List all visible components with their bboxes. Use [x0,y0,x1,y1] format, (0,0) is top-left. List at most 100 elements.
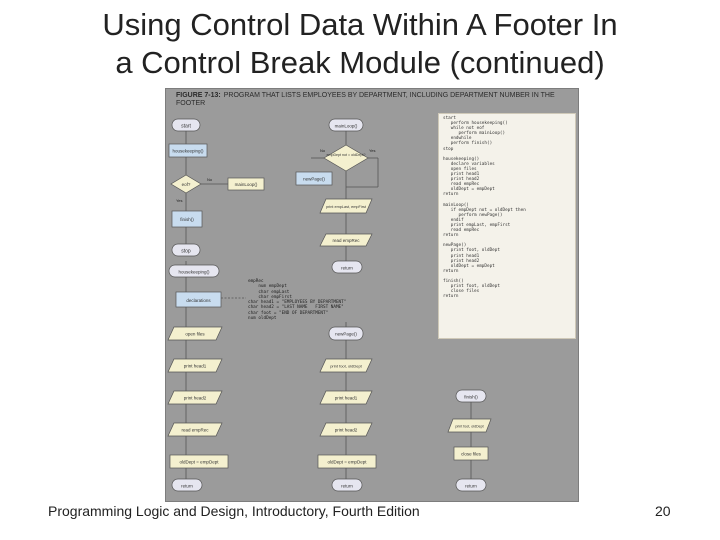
flow-finish-return: return [455,478,487,492]
flow-newpage-module: newPage() [328,326,364,341]
flowchart: start housekeeping() eof? No Yes mainLoo… [167,118,492,492]
flow-close-files-label: close files [461,452,482,457]
flow-mainloop-call: mainLoop() [227,177,265,191]
code-line: return [443,192,459,198]
flow-mainloop-module-label: mainLoop() [335,124,358,129]
flow-eof-no: No [207,177,213,182]
flow-print-foot-label: print foot, oldDept [330,364,362,369]
flow-stop-label: stop [181,249,191,255]
flow-print-foot: print foot, oldDept [319,358,373,373]
flow-close-files: close files [453,446,489,461]
flow-eof-yes: Yes [176,198,183,203]
code-line: while not eof [443,126,485,132]
flow-read-emp-hk-label: read empRec [181,428,209,433]
flow-finish-print-label: print foot, oldDept [455,425,483,429]
code-line: perform finish() [443,141,493,147]
declaration-line: char empFirst [248,294,292,300]
code-line: open files [443,166,477,172]
flow-main-return: return [331,260,363,274]
flow-dept-decision-label: empDept not = oldDept? [326,153,365,157]
flow-dept-decision: empDept not = oldDept? No Yes [320,144,376,172]
pseudocode-panel: start perform housekeeping() while not e… [438,113,576,339]
flow-stop-terminal: stop [171,243,201,257]
flow-eof-decision: eof? No Yes [170,174,213,203]
code-line: oldDept = empDept [443,263,495,269]
flow-dept-yes: Yes [369,148,376,153]
flow-newpage-call-label: newPage() [303,177,325,182]
code-line: perform mainLoop() [443,131,506,137]
flow-housekeeping-call-label: housekeeping() [172,149,204,154]
flow-finish-call: finish() [171,210,203,228]
flow-print-head1: print head1 [167,358,223,373]
flow-hk-return: return [171,478,203,492]
flow-housekeeping-module-label: housekeeping() [178,270,210,275]
flow-dept-no: No [320,148,326,153]
code-line: print foot, oldDept [443,248,500,254]
flow-main-return-label: return [341,266,353,271]
code-line: print foot, oldDept [443,284,500,290]
flow-start-terminal: start [171,118,201,132]
declaration-line: empRec [248,279,264,284]
code-line: endwhile [443,136,472,142]
code-line: finish() [443,279,464,284]
slide-title-line-2: a Control Break Module (continued) [115,45,605,80]
declaration-line: num oldDept [248,316,277,322]
flow-print-emp-label: print empLast, empFirst [326,205,367,209]
footer-book-title: Programming Logic and Design, Introducto… [48,503,420,519]
flow-finish-return-label: return [465,484,477,489]
code-line: perform newPage() [443,212,503,218]
declaration-line: char head1 = "EMPLOYEES BY DEPARTMENT" [248,300,347,306]
code-line: print head1 [443,253,480,259]
flow-print-head2-np-label: print head2 [335,428,358,433]
flow-np-old-dept-label: oldDept = empDept [328,460,368,465]
flow-mainloop-module: mainLoop() [328,118,364,132]
flow-hk-return-label: return [181,484,193,489]
flow-declarations-label: declarations [186,298,211,303]
flow-start-label: start [181,124,191,130]
figure-number: FIGURE 7-13: [176,92,221,99]
flow-eof-label: eof? [182,182,191,187]
code-line: return [443,268,459,274]
code-line: housekeeping() [443,156,480,162]
flow-print-head2: print head2 [167,390,223,405]
flow-np-return: return [331,478,363,492]
code-line: read empRec [443,182,480,188]
flow-read-emp: read empRec [319,233,373,247]
code-line: mainLoop() [443,202,469,208]
code-line: if empDept not = oldDept then [443,207,526,213]
code-line: start [443,116,456,121]
code-line: declare variables [443,161,495,167]
code-line: stop [443,146,454,152]
figure-caption-text: PROGRAM THAT LISTS EMPLOYEES BY DEPARTME… [176,92,555,107]
code-line: close files [443,289,480,295]
code-line: print empLast, empFirst [443,222,511,228]
code-line: perform housekeeping() [443,121,508,127]
flow-declarations: declarations [175,291,222,308]
figure-7-13: FIGURE 7-13:PROGRAM THAT LISTS EMPLOYEES… [165,88,579,502]
declaration-line: char foot = "END OF DEPARTMENT" [248,310,329,316]
flow-read-emp-hk: read empRec [167,422,223,437]
declaration-line: char head2 = "LAST NAME FIRST NAME" [248,305,344,311]
flow-finish-module: finish() [455,389,487,403]
flow-np-return-label: return [341,484,353,489]
flow-housekeeping-call: housekeeping() [168,143,208,158]
slide-title: Using Control Data Within A Footer In a … [0,6,720,82]
code-line: oldDept = empDept [443,187,495,193]
flow-mainloop-call-label: mainLoop() [235,182,258,187]
code-line: print head2 [443,258,480,264]
declaration-line: num empDept [248,284,287,290]
declaration-line: char empLast [248,289,290,295]
flow-open-files: open files [167,326,223,341]
flow-newpage-call: newPage() [295,171,333,186]
code-line: read empRec [443,228,480,234]
flow-print-head2-np: print head2 [319,422,373,437]
flow-print-emp: print empLast, empFirst [319,198,373,214]
code-line: endif [443,217,464,223]
flow-read-emp-label: read empRec [332,238,360,243]
flow-housekeeping-module: housekeeping() [168,264,220,278]
flow-print-head2-label: print head2 [184,396,207,401]
code-line: print head2 [443,177,480,183]
code-line: newPage() [443,243,467,249]
flow-print-head1-np: print head1 [319,390,373,405]
flow-old-dept-assign-label: oldDept = empDept [180,460,220,465]
